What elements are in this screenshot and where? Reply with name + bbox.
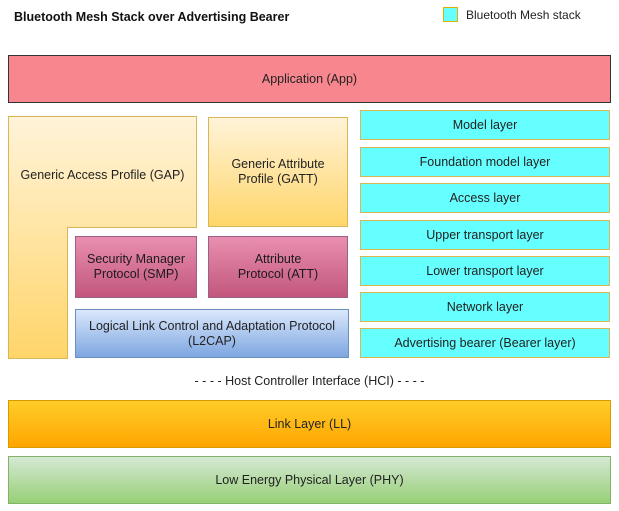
mesh-lower-transport-layer: Lower transport layer bbox=[360, 256, 610, 286]
mesh-upper-transport-layer: Upper transport layer bbox=[360, 220, 610, 250]
mesh-foundation-model-layer: Foundation model layer bbox=[360, 147, 610, 177]
application-layer: Application (App) bbox=[8, 55, 611, 103]
legend-swatch bbox=[443, 7, 458, 22]
mesh-model-layer: Model layer bbox=[360, 110, 610, 140]
hci-boundary: - - - - Host Controller Interface (HCI) … bbox=[0, 372, 619, 390]
gap-outline bbox=[8, 116, 197, 359]
gap-layer: Generic Access Profile (GAP) bbox=[20, 150, 185, 200]
diagram-title: Bluetooth Mesh Stack over Advertising Be… bbox=[14, 10, 290, 24]
legend-label: Bluetooth Mesh stack bbox=[466, 8, 581, 22]
gap-layer-label: Generic Access Profile (GAP) bbox=[20, 168, 185, 182]
gatt-layer: Generic Attribute Profile (GATT) bbox=[208, 117, 348, 227]
smp-layer-label: Security Manager Protocol (SMP) bbox=[87, 252, 185, 281]
mesh-access-layer-label: Access layer bbox=[449, 190, 521, 205]
l2cap-layer: Logical Link Control and Adaptation Prot… bbox=[75, 309, 349, 358]
mesh-network-layer-label: Network layer bbox=[446, 299, 524, 314]
smp-layer: Security Manager Protocol (SMP) bbox=[75, 236, 197, 298]
mesh-advertising-bearer-layer: Advertising bearer (Bearer layer) bbox=[360, 328, 610, 358]
link-layer-label: Link Layer (LL) bbox=[267, 416, 352, 431]
gatt-layer-label: Generic Attribute Profile (GATT) bbox=[231, 157, 325, 186]
phy-layer: Low Energy Physical Layer (PHY) bbox=[8, 456, 611, 504]
mesh-upper-transport-layer-label: Upper transport layer bbox=[426, 227, 544, 242]
application-layer-label: Application (App) bbox=[261, 71, 358, 86]
mesh-lower-transport-layer-label: Lower transport layer bbox=[426, 263, 544, 278]
l2cap-layer-label: Logical Link Control and Adaptation Prot… bbox=[89, 318, 335, 348]
phy-layer-label: Low Energy Physical Layer (PHY) bbox=[215, 472, 404, 487]
mesh-network-layer: Network layer bbox=[360, 292, 610, 322]
mesh-model-layer-label: Model layer bbox=[452, 117, 518, 132]
link-layer: Link Layer (LL) bbox=[8, 400, 611, 448]
hci-boundary-label: - - - - Host Controller Interface (HCI) … bbox=[194, 373, 425, 388]
mesh-access-layer: Access layer bbox=[360, 183, 610, 213]
att-layer-label: Attribute Protocol (ATT) bbox=[237, 252, 319, 281]
mesh-foundation-model-layer-label: Foundation model layer bbox=[419, 154, 551, 169]
att-layer: Attribute Protocol (ATT) bbox=[208, 236, 348, 298]
mesh-advertising-bearer-layer-label: Advertising bearer (Bearer layer) bbox=[394, 335, 576, 350]
